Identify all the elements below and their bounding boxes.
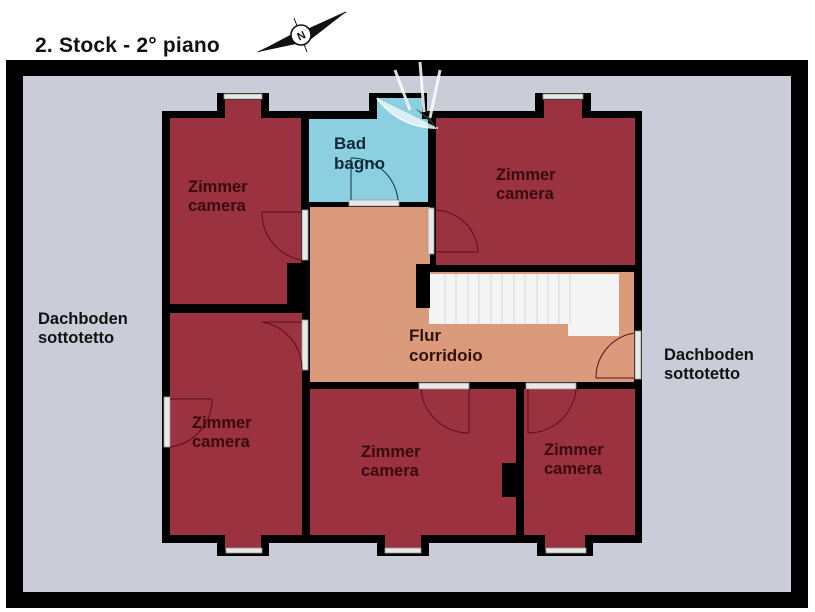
attic-label-de: Dachboden [38,310,128,328]
attic-left: Dachboden sottotetto [38,310,128,348]
room-label-it: camera [544,459,602,478]
room-label-de: Zimmer [361,443,421,461]
staircase [429,274,619,336]
attic-label-it: sottotetto [664,364,741,383]
room-bottom-middle-shape [310,389,516,550]
room-label-de: Zimmer [192,414,252,432]
chimney-left [287,263,307,313]
attic-label-de: Dachboden [664,346,754,364]
page-title: 2. Stock - 2° piano [35,34,220,57]
room-label-it: camera [188,196,246,215]
room-label-it: camera [496,184,554,203]
skylight [376,61,442,130]
room-bottom-right-shape [524,389,635,550]
room-label-it: bagno [334,153,385,173]
windows [163,93,642,554]
room-label-de: Zimmer [188,178,248,196]
room-label-de: Zimmer [544,441,604,459]
attic-right: Dachboden sottotetto [664,346,754,384]
room-bottom-middle: Zimmer camera [361,443,421,481]
compass-north-icon: N [257,11,347,53]
room-label-de: Bad [334,134,367,153]
room-label-de: Flur [409,326,442,345]
room-top-left-shape [170,100,301,304]
room-label-it: camera [192,432,250,451]
room-top-right: Zimmer camera [496,166,556,204]
room-top-right-shape [436,100,635,265]
chimney-bottom [502,463,516,497]
door-swings [169,157,636,448]
hallway: Flur corridoio [409,326,483,365]
room-bottom-right: Zimmer camera [544,441,604,479]
room-bottom-left: Zimmer camera [192,414,252,452]
room-bottom-left-shape [170,313,302,550]
bathroom: Bad bagno [334,134,385,173]
room-label-de: Zimmer [496,166,556,184]
attic-label-it: sottotetto [38,328,115,347]
chimney-hall [416,264,430,308]
room-label-it: corridoio [409,345,483,365]
room-top-left: Zimmer camera [188,178,248,216]
room-label-it: camera [361,461,419,480]
